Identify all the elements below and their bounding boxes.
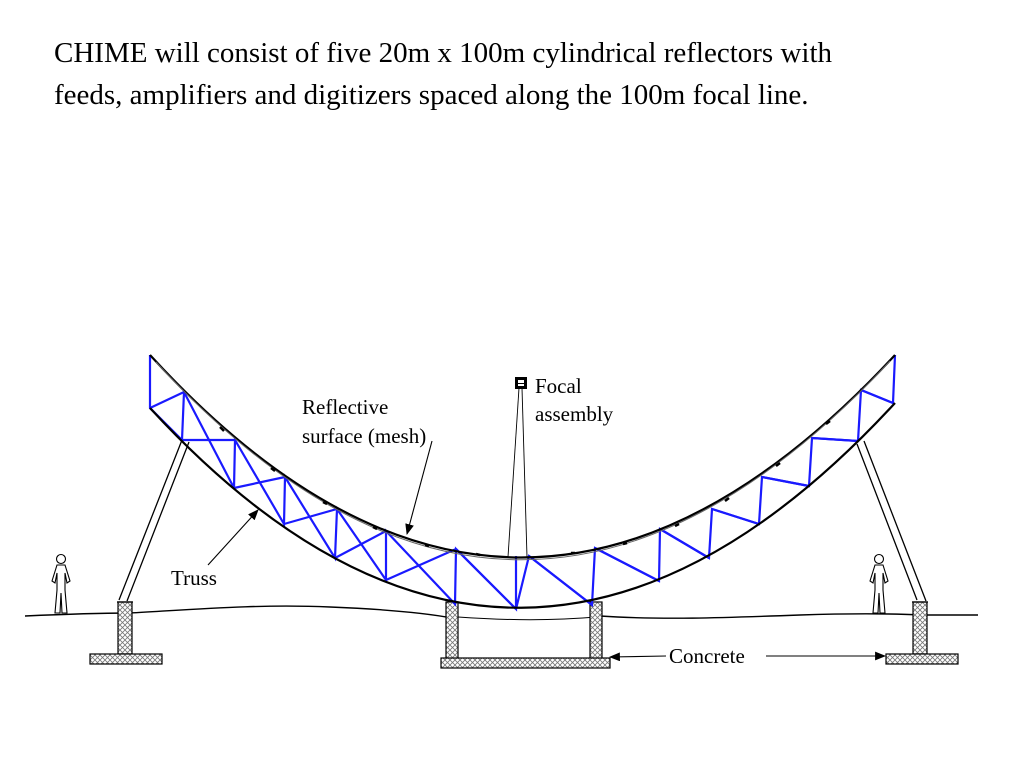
focal-assembly-label-1: Focal xyxy=(535,374,582,398)
right-support-leg xyxy=(856,440,928,603)
reflective-surface-arrow xyxy=(405,440,433,536)
focal-assembly-label-2: assembly xyxy=(535,402,614,426)
truss-label: Truss xyxy=(171,566,217,590)
truss-members xyxy=(148,354,897,612)
concrete-label: Concrete xyxy=(669,644,745,668)
mesh-ticks xyxy=(219,420,831,557)
reflective-surface-label-2: surface (mesh) xyxy=(302,424,426,448)
left-support-leg xyxy=(117,439,190,603)
ground-line-inner xyxy=(457,616,597,621)
truss-arrow xyxy=(207,509,259,566)
focal-assembly-icon xyxy=(515,377,527,389)
page-heading: CHIME will consist of five 20m x 100m cy… xyxy=(54,32,994,116)
concrete-arrow-left xyxy=(608,652,667,662)
person-figure-icon xyxy=(869,553,889,614)
right-footing xyxy=(885,601,959,665)
focal-assembly xyxy=(507,377,528,558)
left-footing xyxy=(89,601,163,665)
truss-lower-chord xyxy=(149,402,896,609)
reflective-surface-label-1: Reflective xyxy=(302,395,388,419)
reflective-surface xyxy=(149,354,896,559)
heading-line-2: feeds, amplifiers and digitizers spaced … xyxy=(54,79,809,111)
ground-line xyxy=(24,605,978,619)
center-footing xyxy=(440,601,611,669)
person-figure-icon xyxy=(51,553,71,614)
heading-line-1: CHIME will consist of five 20m x 100m cy… xyxy=(54,37,833,69)
mesh-surface-line xyxy=(155,360,891,561)
